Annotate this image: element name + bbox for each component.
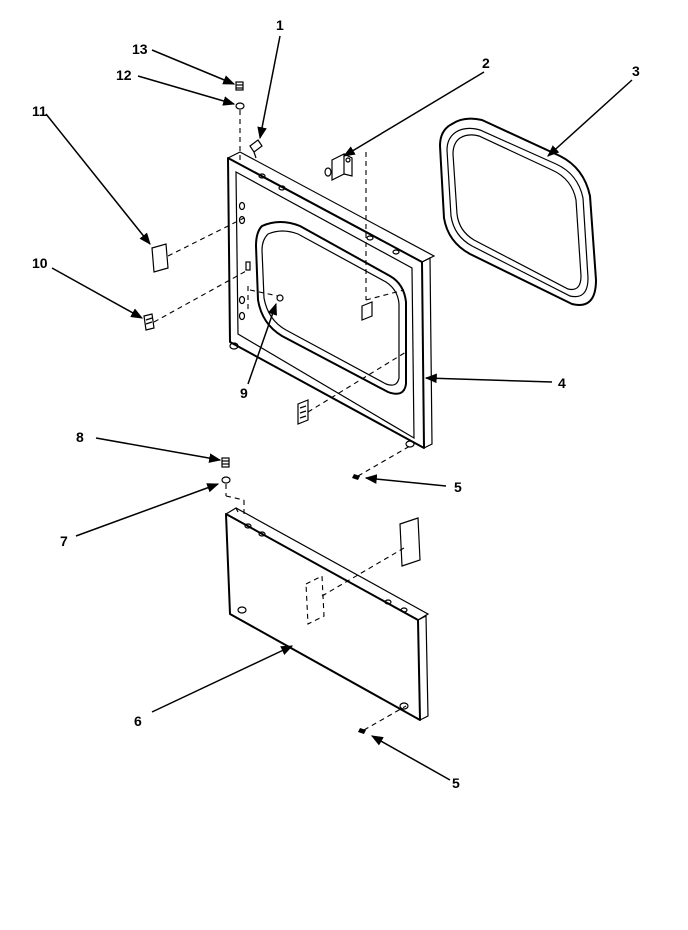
- top-screw: [235, 81, 245, 160]
- callout-8: 8: [76, 429, 84, 445]
- callout-labels: 1 2 3 4 5 5 6 7 8 9 10 11 12 13: [32, 17, 640, 791]
- latch-bracket: [324, 153, 353, 181]
- callout-7: 7: [60, 533, 68, 549]
- callout-9: 9: [240, 385, 248, 401]
- hinge-clip: [249, 139, 263, 159]
- callout-12: 12: [116, 67, 132, 83]
- leader-lines: [45, 35, 633, 781]
- front-panel: [227, 151, 436, 449]
- serial-plate: [321, 517, 421, 597]
- callout-11: 11: [32, 103, 47, 119]
- callout-5-upper: 5: [454, 479, 462, 495]
- callout-6: 6: [134, 713, 142, 729]
- lower-screw: [221, 457, 245, 518]
- screw-upper: [352, 445, 411, 480]
- door-switch-pin: [247, 286, 284, 310]
- label-plate: [151, 217, 245, 273]
- callout-1: 1: [276, 17, 284, 33]
- callout-13: 13: [132, 41, 148, 57]
- callout-10: 10: [32, 255, 48, 271]
- toe-panel: [225, 507, 430, 721]
- callout-3: 3: [632, 63, 640, 79]
- door-clip: [143, 269, 249, 331]
- callout-2: 2: [482, 55, 490, 71]
- screw-lower: [358, 705, 407, 734]
- door-gasket: [439, 117, 597, 306]
- callout-4: 4: [558, 375, 566, 391]
- callout-5-lower: 5: [452, 775, 460, 791]
